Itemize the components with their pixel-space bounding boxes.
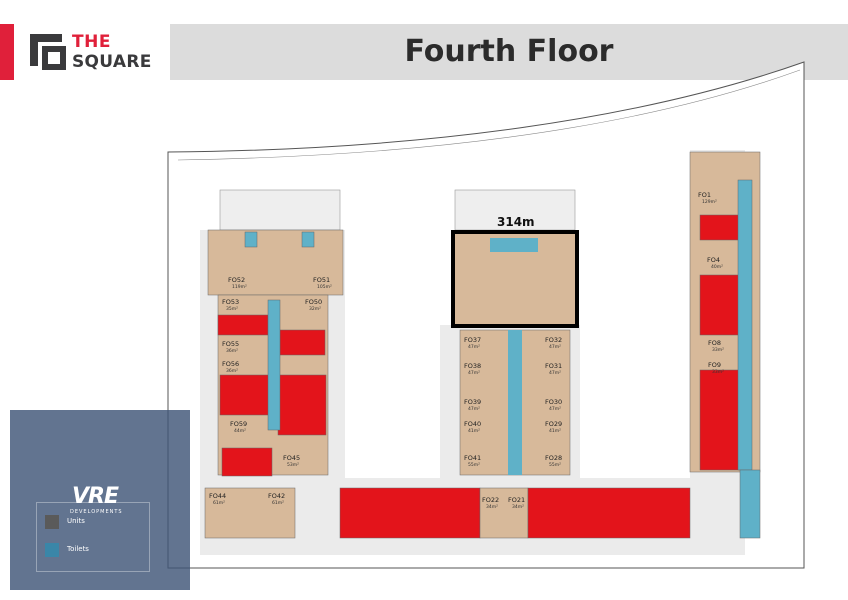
- right-wing: [689, 151, 761, 473]
- unit-size-fo37: 47m²: [468, 344, 480, 350]
- unit-size-fo38: 47m²: [468, 370, 480, 376]
- unit-size-fo55: 36m²: [226, 348, 238, 354]
- unit-size-fo32: 47m²: [549, 344, 561, 350]
- legend: Units Toilets: [36, 502, 150, 572]
- unit-label-fo56: FO56: [222, 360, 239, 368]
- unit-size-fo53: 35m²: [226, 306, 238, 312]
- unit-label-fo59: FO59: [230, 420, 247, 428]
- bottom-row: [204, 469, 761, 539]
- legend-swatch-toilets: [45, 543, 59, 557]
- unit-size-fo50: 32m²: [309, 306, 321, 312]
- unit-labels: FO1129m²FO440m²FO833m²FO933m²FO52119m²FO…: [209, 191, 724, 510]
- unit-label-fo39: FO39: [464, 398, 481, 406]
- legend-swatch-units: [45, 515, 59, 529]
- unit-size-fo41: 55m²: [468, 462, 480, 468]
- unit-label-fo21: FO21: [508, 496, 525, 504]
- unit-size-fo29: 41m²: [549, 428, 561, 434]
- unit-label-fo37: FO37: [464, 336, 481, 344]
- unit-size-fo39: 47m²: [468, 406, 480, 412]
- unit-label-fo22: FO22: [482, 496, 499, 504]
- legend-label-units: Units: [67, 517, 85, 525]
- left-wing: [207, 229, 344, 477]
- unit-label-fo51: FO51: [313, 276, 330, 284]
- label-314m: 314m: [497, 215, 535, 229]
- unit-size-fo40: 41m²: [468, 428, 480, 434]
- unit-label-fo29: FO29: [545, 420, 562, 428]
- unit-label-fo44: FO44: [209, 492, 226, 500]
- logo-text-square: SQUARE: [72, 52, 152, 72]
- terrace-center: [454, 189, 576, 231]
- square-logo-mark: [30, 34, 66, 70]
- vre-logo-subtitle: DEVELOPMENTS: [70, 509, 123, 515]
- brand-accent-bar: [0, 24, 14, 80]
- unit-label-fo50: FO50: [305, 298, 322, 306]
- unit-size-fo59: 44m²: [234, 428, 246, 434]
- unit-label-fo55: FO55: [222, 340, 239, 348]
- the-square-logo: THE SQUARE: [28, 32, 158, 76]
- unit-size-fo52: 119m²: [232, 284, 247, 290]
- page-title: Fourth Floor: [404, 34, 614, 69]
- unit-label-fo30: FO30: [545, 398, 562, 406]
- unit-size-fo30: 47m²: [549, 406, 561, 412]
- unit-size-fo28: 55m²: [549, 462, 561, 468]
- unit-label-fo41: FO41: [464, 454, 481, 462]
- unit-label-fo28: FO28: [545, 454, 562, 462]
- unit-size-fo21: 34m²: [512, 504, 524, 510]
- title-bar: Fourth Floor: [170, 24, 848, 80]
- unit-size-fo51: 105m²: [317, 284, 332, 290]
- unit-label-fo40: FO40: [464, 420, 481, 428]
- unit-size-fo42: 61m²: [272, 500, 284, 506]
- unit-size-fo1: 129m²: [702, 199, 717, 205]
- terrace-left: [219, 189, 341, 231]
- vre-logo: VRE: [72, 484, 119, 509]
- unit-size-fo22: 34m²: [486, 504, 498, 510]
- unit-label-fo32: FO32: [545, 336, 562, 344]
- site-inner-curve: [177, 69, 801, 161]
- unit-label-fo31: FO31: [545, 362, 562, 370]
- unit-label-fo53: FO53: [222, 298, 239, 306]
- unit-size-fo9: 33m²: [712, 369, 724, 375]
- unit-label-fo1: FO1: [698, 191, 711, 199]
- center-toilets-top: [490, 238, 538, 252]
- unit-label-fo8: FO8: [708, 339, 721, 347]
- unit-size-fo45: 53m²: [287, 462, 299, 468]
- unit-size-fo31: 47m²: [549, 370, 561, 376]
- unit-label-fo45: FO45: [283, 454, 300, 462]
- developer-overlay: VRE DEVELOPMENTS Units Toilets: [10, 410, 190, 590]
- unit-label-fo4: FO4: [707, 256, 720, 264]
- center-toilet-stack: [508, 330, 522, 475]
- unit-label-fo52: FO52: [228, 276, 245, 284]
- unit-size-fo4: 40m²: [711, 264, 723, 270]
- unit-label-fo9: FO9: [708, 361, 721, 369]
- unit-size-fo8: 33m²: [712, 347, 724, 353]
- legend-label-toilets: Toilets: [67, 545, 89, 553]
- unit-label-fo42: FO42: [268, 492, 285, 500]
- unit-size-fo56: 36m²: [226, 368, 238, 374]
- logo-text-the: THE: [72, 32, 111, 52]
- unit-label-fo38: FO38: [464, 362, 481, 370]
- unit-size-fo44: 61m²: [213, 500, 225, 506]
